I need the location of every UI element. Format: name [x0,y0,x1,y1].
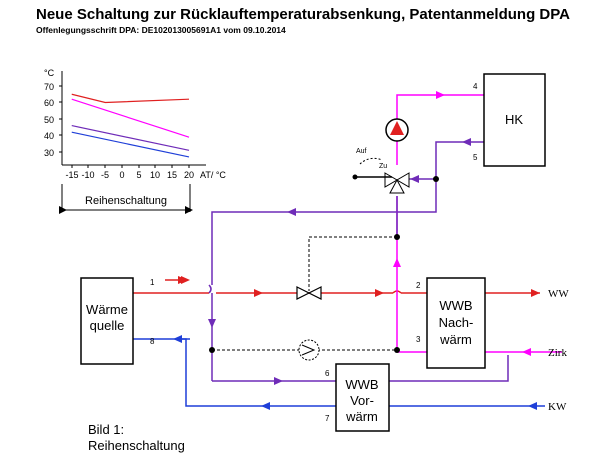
page-subtitle: Offenlegungsschrift DPA: DE102013005691A… [36,25,286,35]
arrow-magenta [522,348,531,356]
hk-label: HK [505,112,523,127]
purple-pipe-hk-return [405,141,484,180]
wwb-vor-label: Vor- [350,393,374,408]
wwb-nach-box [426,277,486,369]
figure-caption: Reihenschaltung [88,438,185,453]
arrow-purple [208,319,216,328]
junction-dot [433,176,439,182]
port-number: 5 [473,153,478,162]
arrow-purple [274,377,283,385]
purple-pipe-wwb-vor-out [389,355,509,382]
purple-pipe-valve-to-left [211,179,437,285]
pipe-crossover [208,284,213,299]
arrow-red [254,289,263,297]
magenta-pipe-hk-supply [396,94,484,165]
bypass-valve-icon [296,286,322,300]
chart-y-unit: °C [44,68,55,78]
port-number: 2 [416,281,421,290]
wwb-nach-label: WWB [439,298,472,313]
figure-caption: Bild 1: [88,422,124,437]
junction-dot [209,347,215,353]
arrow-red [375,289,384,297]
temperature-chart: °C 70 60 50 40 30 -15 -10 -5 0 5 [44,68,226,214]
kw-label: KW [548,401,567,413]
chart-series-line-4 [71,131,190,158]
chart-caption: Reihenschaltung [85,195,167,207]
hk-box [483,73,546,167]
x-tick-label: 10 [150,170,160,180]
wwb-vor-box [335,363,390,432]
junctions [209,176,439,353]
x-tick-label: -10 [81,170,94,180]
arrow-blue [528,402,537,410]
y-tick-label: 50 [44,115,54,125]
chart-series [71,93,190,158]
port-number: 7 [325,414,330,423]
zirk-label: Zirk [548,347,567,359]
valve-closed-label: Zu [379,163,387,170]
circulation-pump-icon [298,339,320,361]
arrow-red [531,289,540,297]
wwb-vor-label: WWB [345,377,378,392]
arrow-purple [287,208,296,216]
waermequelle-box [80,277,134,365]
chart-y-ticks: 70 60 50 40 30 [44,82,62,158]
wwb-nach-label: Nach- [439,315,474,330]
valve-scale [359,157,383,165]
x-tick-label: 5 [136,170,141,180]
y-tick-label: 70 [44,82,54,92]
port-number: 6 [325,369,330,378]
arrow-blue [261,402,270,410]
chart-x-ticks: -15 -10 -5 0 5 10 15 20 AT/ °C [65,165,226,180]
y-tick-label: 30 [44,148,54,158]
port-number: 3 [416,335,421,344]
x-tick-label: 15 [167,170,177,180]
arrow-purple [462,138,471,146]
port-number: 8 [150,337,155,346]
valve-open-label: Auf [356,148,367,155]
waermequelle-label: Wärme [86,302,128,317]
wwb-nach-label: wärm [439,332,472,347]
chart-series-line-3 [71,125,190,151]
dashed-control-line [308,236,397,291]
port-number: 4 [473,82,478,91]
arrow-magenta [393,258,401,267]
waermequelle-label: quelle [90,318,125,333]
page-title: Neue Schaltung zur Rücklauftemperaturabs… [36,6,570,23]
flow-arrows [165,91,540,410]
x-tick-label: 0 [119,170,124,180]
x-axis-unit: AT/ °C [200,170,226,180]
ww-label: WW [548,288,569,300]
junction-dot [394,234,400,240]
three-way-valve-icon [352,157,410,194]
arrow-red [181,276,190,284]
pump-icon [385,118,409,142]
arrow-purple [410,175,419,183]
x-tick-label: -5 [101,170,109,180]
junction-dot [394,347,400,353]
x-tick-label: 20 [184,170,194,180]
x-tick-label: -15 [65,170,78,180]
valve-actuator-pivot [352,174,358,180]
y-tick-label: 60 [44,98,54,108]
y-tick-label: 40 [44,131,54,141]
arrow-magenta [436,91,445,99]
wwb-vor-label: wärm [345,409,378,424]
chart-series-line-1 [71,93,190,104]
chart-series-line-2 [71,98,190,138]
port-number: 1 [150,278,155,287]
